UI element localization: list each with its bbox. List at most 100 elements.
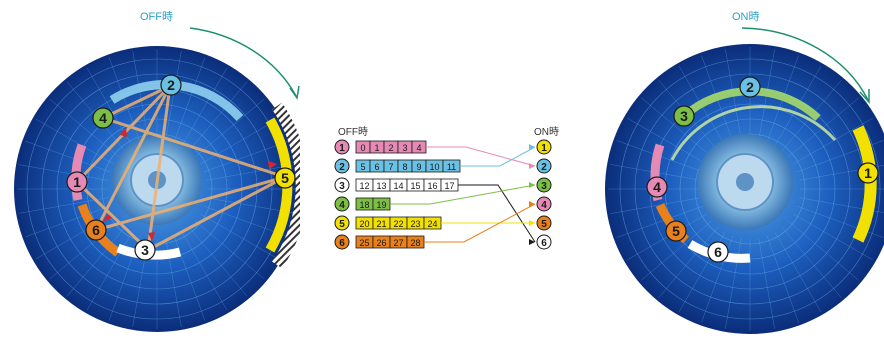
row-cell: 23 — [410, 219, 420, 229]
on-rotation-arrow — [741, 27, 869, 101]
row-cell: 0 — [360, 143, 365, 153]
mapping-arrowhead — [529, 163, 535, 169]
row-cell: 6 — [374, 162, 379, 172]
off-state-title: OFF時 — [140, 11, 173, 23]
center-on-label: ON時 — [534, 127, 559, 138]
mapping-row-3: 3 12 13 14 15 16 17 — [334, 177, 536, 245]
off-rotation-arrow — [189, 27, 297, 97]
on-marker-6: 6 — [707, 241, 729, 263]
mapping-row-4: 4 18 19 — [334, 182, 536, 212]
on-arc-light — [670, 105, 837, 161]
mapping-arrowhead — [529, 144, 535, 150]
row-cell: 1 — [374, 143, 379, 153]
svg-text:5: 5 — [281, 170, 289, 186]
row-cell: 20 — [359, 219, 369, 229]
on-target-3: 3 — [536, 177, 552, 193]
svg-text:6: 6 — [92, 222, 100, 238]
row-cell: 8 — [402, 162, 407, 172]
row-cell: 13 — [376, 181, 386, 191]
row-cell: 19 — [376, 200, 386, 210]
row-cell: 24 — [427, 219, 437, 229]
on-marker-1: 1 — [857, 162, 879, 184]
svg-text:5: 5 — [672, 223, 680, 239]
mapping-arrow — [458, 184, 536, 243]
row-cell: 15 — [410, 181, 420, 191]
off-state-disc: 1 2 3 4 5 6 — [14, 27, 300, 332]
row-marker-label: 5 — [339, 219, 345, 230]
off-marker-4: 4 — [92, 107, 114, 129]
row-marker-label: 3 — [339, 181, 345, 192]
svg-text:1: 1 — [73, 174, 81, 190]
row-cell: 14 — [393, 181, 403, 191]
row-cell: 2 — [388, 143, 393, 153]
row-cell: 3 — [402, 143, 407, 153]
row-marker-label: 4 — [339, 200, 345, 211]
row-cell: 27 — [393, 238, 403, 248]
row-cell: 17 — [444, 181, 454, 191]
on-target-4: 4 — [536, 196, 552, 212]
row-cell: 10 — [429, 162, 439, 172]
on-state-title: ON時 — [732, 11, 760, 23]
on-rotation-arrowhead — [859, 89, 870, 104]
row-cell: 25 — [359, 238, 369, 248]
svg-text:1: 1 — [541, 143, 547, 154]
off-arc-hatched — [272, 102, 300, 269]
on-marker-2: 2 — [739, 76, 761, 98]
on-arc-yellow — [852, 125, 877, 243]
on-marker-3: 3 — [673, 105, 695, 127]
off-marker-3: 3 — [134, 239, 156, 261]
row-cell: 12 — [359, 181, 369, 191]
row-marker-label: 6 — [339, 238, 345, 249]
on-target-5: 5 — [536, 215, 552, 231]
on-target-2: 2 — [536, 158, 552, 174]
row-cell: 28 — [410, 238, 420, 248]
row-cell: 5 — [360, 162, 365, 172]
svg-text:1: 1 — [864, 165, 872, 181]
row-cell: 21 — [376, 219, 386, 229]
svg-text:6: 6 — [541, 238, 547, 249]
mapping-arrowhead — [529, 201, 535, 207]
row-cell: 26 — [376, 238, 386, 248]
on-state-disc: 1 2 3 4 5 6 — [605, 27, 884, 334]
mapping-row-6: 6 25 26 27 28 — [334, 201, 536, 250]
mapping-arrow — [460, 146, 536, 167]
off-marker-6: 6 — [85, 219, 107, 241]
mapping-arrowhead — [529, 220, 535, 226]
svg-text:4: 4 — [99, 110, 107, 126]
row-cell: 4 — [416, 143, 421, 153]
svg-text:2: 2 — [541, 162, 547, 173]
mapping-arrow — [424, 203, 536, 243]
row-cell: 11 — [447, 162, 456, 172]
svg-text:4: 4 — [653, 179, 661, 195]
on-marker-5: 5 — [665, 220, 687, 242]
row-cell: 18 — [359, 200, 369, 210]
svg-text:4: 4 — [541, 200, 547, 211]
row-marker-label: 1 — [339, 143, 345, 154]
svg-text:2: 2 — [167, 77, 175, 93]
svg-text:3: 3 — [680, 108, 688, 124]
on-marker-4: 4 — [646, 176, 668, 198]
off-marker-5: 5 — [274, 167, 296, 189]
mapping-arrow — [390, 184, 536, 205]
on-target-1: 1 — [536, 139, 552, 155]
svg-text:5: 5 — [541, 219, 547, 230]
mapping-arrowhead — [529, 182, 535, 188]
off-marker-1: 1 — [66, 171, 88, 193]
off-marker-2: 2 — [160, 74, 182, 96]
row-cell: 7 — [388, 162, 393, 172]
off-rotation-arrowhead — [289, 85, 300, 100]
center-off-label: OFF時 — [338, 127, 368, 138]
mapping-arrowhead — [529, 239, 535, 245]
row-marker-label: 2 — [339, 162, 345, 173]
svg-text:6: 6 — [714, 244, 722, 260]
on-target-6: 6 — [536, 234, 552, 250]
svg-text:3: 3 — [141, 242, 149, 258]
row-cell: 9 — [416, 162, 421, 172]
svg-text:3: 3 — [541, 181, 547, 192]
svg-text:2: 2 — [746, 79, 754, 95]
row-cell: 16 — [427, 181, 437, 191]
